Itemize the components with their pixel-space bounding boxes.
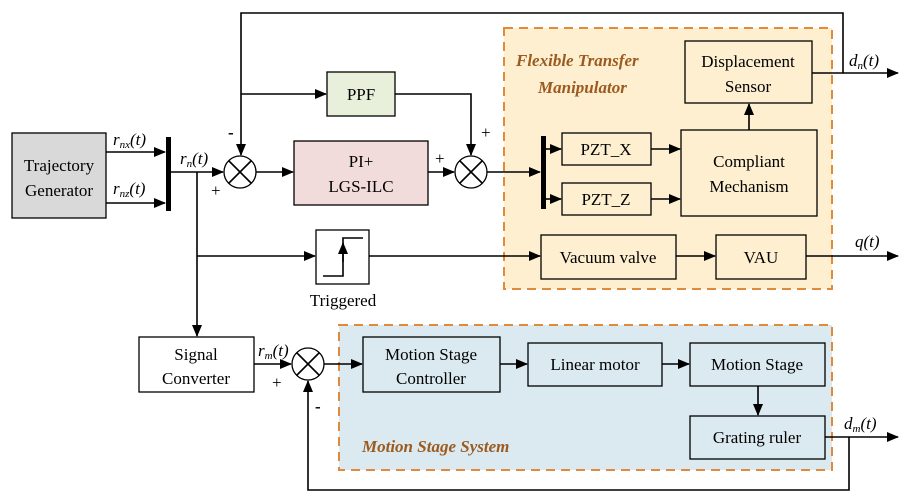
rnx-label: rnx(t) bbox=[113, 130, 146, 151]
compliant-mechanism-label-line2: Mechanism bbox=[709, 177, 788, 196]
vacuum-valve-block[interactable]: Vacuum valve bbox=[540, 234, 677, 280]
dn-label: dn(t) bbox=[849, 51, 879, 72]
pzt-x-block[interactable]: PZT_X bbox=[561, 132, 652, 166]
grating-ruler-label: Grating ruler bbox=[713, 428, 802, 447]
mux-bar bbox=[166, 137, 171, 211]
motion-stage-label: Motion Stage bbox=[711, 355, 803, 374]
linear-motor-block[interactable]: Linear motor bbox=[527, 342, 663, 387]
sum3-plus-sign: + bbox=[272, 373, 282, 392]
trigger-block[interactable] bbox=[315, 229, 370, 285]
displacement-sensor-block[interactable]: Displacement Sensor bbox=[684, 40, 813, 104]
displacement-sensor-label-line2: Sensor bbox=[725, 77, 772, 96]
flexible-group-title-line2: Manipulator bbox=[537, 78, 627, 97]
trajectory-generator-label: Trajectory bbox=[24, 156, 95, 175]
pzt-x-label: PZT_X bbox=[581, 140, 632, 159]
pzt-z-label: PZT_Z bbox=[581, 190, 630, 209]
rn-label: rn(t) bbox=[180, 149, 209, 170]
pi-lgs-ilc-label: PI+ bbox=[349, 152, 374, 171]
displacement-sensor-label: Displacement bbox=[701, 52, 795, 71]
dm-feedback-line bbox=[303, 380, 850, 491]
summing-junction-2 bbox=[454, 155, 488, 189]
sum1-minus-sign: - bbox=[228, 123, 234, 142]
compliant-mechanism-label: Compliant bbox=[713, 152, 785, 171]
demux-bar bbox=[541, 136, 546, 209]
sum2-plus-left: + bbox=[435, 149, 445, 168]
trajectory-generator-block[interactable]: Trajectory Generator bbox=[11, 132, 107, 219]
grating-ruler-block[interactable]: Grating ruler bbox=[689, 415, 826, 460]
flexible-group-title: Flexible Transfer bbox=[515, 51, 639, 70]
sum3-minus-sign: - bbox=[315, 397, 321, 416]
vau-label: VAU bbox=[744, 248, 779, 267]
vacuum-valve-label: Vacuum valve bbox=[560, 248, 657, 267]
pi-lgs-ilc-label-line2: LGS-ILC bbox=[328, 177, 393, 196]
vau-block[interactable]: VAU bbox=[715, 234, 807, 280]
motion-stage-controller-label: Motion Stage bbox=[385, 345, 477, 364]
rnz-label: rnz(t) bbox=[113, 179, 146, 200]
sum1-plus-sign: + bbox=[211, 181, 221, 200]
ppf-block[interactable]: PPF bbox=[326, 71, 396, 117]
pi-lgs-ilc-block[interactable]: PI+ LGS-ILC bbox=[293, 140, 429, 206]
triggered-label: Triggered bbox=[310, 291, 377, 310]
trajectory-generator-label-line2: Generator bbox=[25, 181, 93, 200]
compliant-mechanism-block[interactable]: Compliant Mechanism bbox=[680, 129, 818, 217]
ppf-output-line bbox=[395, 93, 476, 156]
summing-junction-1 bbox=[223, 155, 257, 189]
motion-stage-block[interactable]: Motion Stage bbox=[689, 342, 826, 387]
linear-motor-label: Linear motor bbox=[550, 355, 640, 374]
summing-junction-3 bbox=[291, 347, 325, 381]
dm-label: dm(t) bbox=[844, 414, 877, 435]
signal-converter-label: Signal bbox=[174, 345, 218, 364]
ppf-label: PPF bbox=[347, 85, 375, 104]
rm-label: rm(t) bbox=[258, 341, 289, 362]
signal-converter-label-line2: Converter bbox=[162, 369, 230, 388]
motion-stage-controller-label-line2: Controller bbox=[396, 369, 466, 388]
signal-converter-block[interactable]: Signal Converter bbox=[138, 336, 255, 393]
q-label: q(t) bbox=[855, 232, 880, 251]
pzt-z-block[interactable]: PZT_Z bbox=[561, 182, 652, 216]
motion-stage-controller-block[interactable]: Motion Stage Controller bbox=[362, 336, 501, 393]
motion-group-title: Motion Stage System bbox=[361, 437, 509, 456]
dn-feedback-line bbox=[236, 12, 844, 156]
sum2-plus-top: + bbox=[481, 123, 491, 142]
